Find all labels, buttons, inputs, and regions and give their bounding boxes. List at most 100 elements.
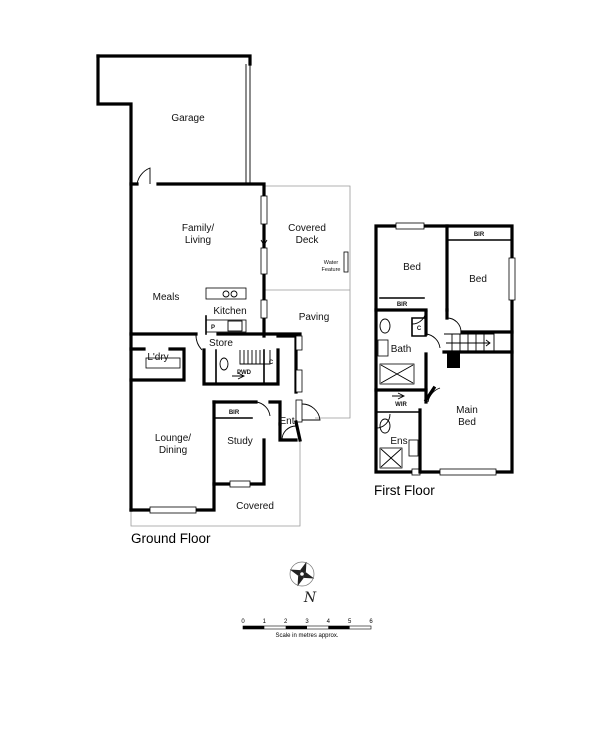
- covered-deck-label: Deck: [296, 235, 320, 246]
- sliding-door-arrow: [260, 226, 268, 246]
- scale-segment: [285, 626, 307, 629]
- main-bed-label: Bed: [458, 417, 476, 428]
- entry-label: Ent: [279, 416, 294, 427]
- toilet: [219, 357, 229, 371]
- west-wall: [96, 54, 133, 512]
- covered-deck-label: Covered: [288, 223, 326, 234]
- water-feature-label: Water: [324, 260, 339, 266]
- scale-segment: [243, 626, 265, 629]
- window: [260, 299, 268, 319]
- window: [295, 369, 303, 393]
- window: [295, 335, 303, 351]
- compass-center: [299, 571, 305, 577]
- scale-tick-label: 4: [327, 619, 331, 625]
- study-label: Study: [227, 436, 253, 447]
- scale-tick-label: 2: [284, 619, 288, 625]
- sink: [230, 290, 238, 298]
- kitchen-label: Kitchen: [213, 306, 246, 317]
- kitchen-island: [205, 287, 247, 300]
- linen-label: C: [417, 326, 422, 332]
- window: [260, 195, 268, 225]
- window: [149, 506, 197, 514]
- family-label: Family/: [182, 223, 214, 234]
- powder-label: PWD: [237, 370, 252, 376]
- bed1-door-swing: [411, 309, 427, 325]
- window: [439, 468, 497, 476]
- scale-segment: [328, 626, 350, 629]
- window: [260, 247, 268, 275]
- bath-cross: [380, 364, 414, 384]
- compass-point: [300, 561, 307, 574]
- water-feature-label: Feature: [322, 267, 341, 273]
- sink: [222, 290, 230, 298]
- cooktop: [227, 320, 243, 332]
- window: [395, 222, 425, 230]
- ensuite-door-swing: [375, 413, 391, 429]
- study-door-swing: [255, 401, 271, 417]
- laundry-bench: [145, 357, 181, 369]
- ensuite-label: Ens: [390, 436, 407, 447]
- stair-lines: [239, 350, 271, 365]
- garage-door: [245, 64, 251, 184]
- linen-cupboard: [411, 317, 427, 337]
- garage-top-wall: [96, 54, 252, 66]
- lounge-label: Lounge/: [155, 433, 191, 444]
- study-east-wall: [248, 438, 266, 486]
- window: [295, 399, 303, 423]
- store-door-swing: [195, 333, 203, 351]
- scale-tick-label: 6: [369, 619, 373, 625]
- wir-door: [423, 385, 437, 404]
- lounge-south-wall: [129, 482, 232, 512]
- entry-south-wall: [278, 422, 298, 442]
- front-door-swing: [301, 403, 321, 421]
- water-feature: [343, 251, 349, 273]
- window: [229, 480, 251, 488]
- garage-rear-wall: [129, 182, 266, 198]
- stair-arrow: [446, 339, 491, 347]
- main-bed-label: Main: [456, 405, 478, 416]
- stair-treads: [243, 350, 261, 364]
- garage-door-swing: [136, 167, 151, 185]
- void-block: [447, 352, 460, 368]
- ensuite-vanity: [408, 439, 419, 457]
- wir-label: WIR: [395, 402, 407, 408]
- scale-tick-label: 3: [305, 619, 309, 625]
- bed2-label: Bed: [469, 274, 487, 285]
- scale-tick-label: 5: [348, 619, 352, 625]
- wir-arrow: [392, 392, 406, 400]
- north-label: N: [303, 590, 317, 606]
- shower-cross: [380, 448, 402, 468]
- first-floor: Bed Bed BIR BIR C Bath WIR Main Bed Ens …: [374, 222, 516, 498]
- garage-label: Garage: [171, 113, 205, 124]
- scale-tick-label: 1: [263, 619, 267, 625]
- compass-rose: [289, 561, 315, 587]
- covered-label: Covered: [236, 501, 274, 512]
- entry-wall: [294, 420, 302, 442]
- toilet: [379, 418, 391, 434]
- compass-point: [302, 572, 315, 579]
- powder-walls: [202, 348, 280, 386]
- first-floor-outer-walls: [374, 224, 514, 474]
- family-label: Living: [185, 235, 211, 246]
- store-label: Store: [209, 338, 233, 349]
- first-floor-title: First Floor: [374, 483, 435, 498]
- bed1-label: Bed: [403, 262, 421, 273]
- vanity: [377, 339, 389, 357]
- compass-point: [297, 574, 304, 587]
- ground-floor-title: Ground Floor: [131, 531, 211, 546]
- bir-bed2-label: BIR: [474, 232, 485, 238]
- compass-point: [289, 569, 302, 576]
- entry-north-wall: [276, 334, 298, 394]
- deck-outline: [265, 185, 351, 419]
- meals-label: Meals: [153, 292, 180, 303]
- main-door-swing: [427, 387, 441, 403]
- bath-door-swing: [425, 333, 441, 349]
- compass-ring: [289, 561, 315, 587]
- powder-arrow: [232, 372, 246, 380]
- covered-outline: [130, 440, 301, 527]
- lounge-label: Dining: [159, 445, 187, 456]
- ground-floor: Garage Family/ Living Covered Deck Water…: [96, 54, 351, 546]
